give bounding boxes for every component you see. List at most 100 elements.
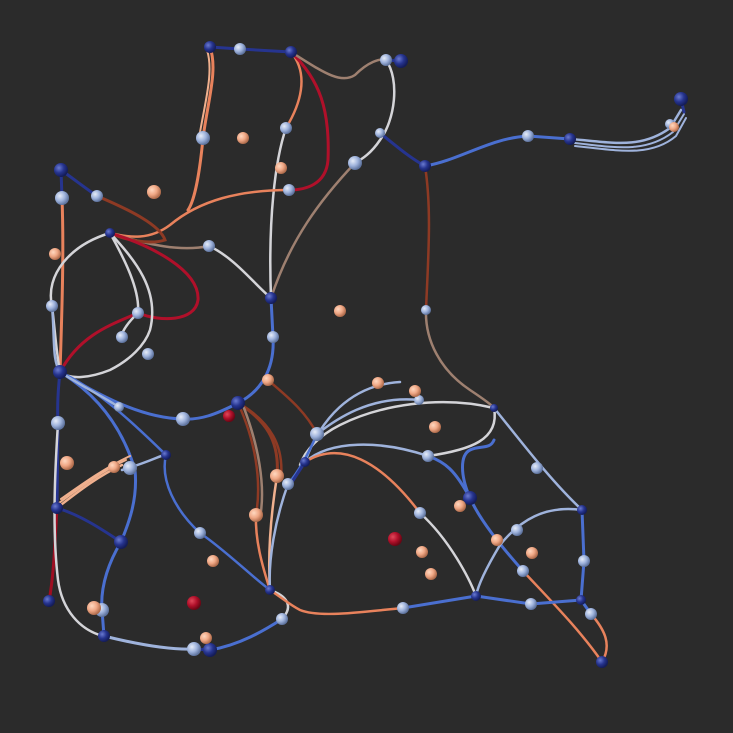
- network-edge: [108, 231, 140, 315]
- network-node: [416, 546, 428, 558]
- network-node: [114, 402, 124, 412]
- network-edge: [58, 370, 138, 544]
- network-edge: [574, 117, 687, 152]
- network-edge: [236, 401, 260, 517]
- network-edge: [266, 378, 319, 436]
- network-edge: [102, 634, 196, 651]
- network-node: [421, 305, 431, 315]
- network-edge: [108, 188, 291, 238]
- network-node: [43, 595, 55, 607]
- network-node: [203, 240, 215, 252]
- network-node: [511, 524, 523, 536]
- network-node: [348, 156, 362, 170]
- network-node: [98, 630, 110, 642]
- network-node: [53, 365, 67, 379]
- network-node: [596, 656, 608, 668]
- network-edge: [521, 569, 604, 664]
- network-node: [249, 508, 263, 522]
- network-node: [223, 410, 235, 422]
- network-node: [380, 54, 392, 66]
- network-edge: [303, 452, 422, 515]
- network-node: [300, 457, 310, 467]
- network-edge: [468, 496, 525, 573]
- network-node: [463, 491, 477, 505]
- network-node: [203, 643, 217, 657]
- network-node: [471, 591, 481, 601]
- network-node: [280, 122, 292, 134]
- network-edge: [208, 617, 284, 652]
- network-node: [55, 191, 69, 205]
- network-edge: [418, 511, 478, 598]
- network-node: [270, 469, 284, 483]
- network-edge: [108, 231, 200, 321]
- network-node: [522, 130, 534, 142]
- network-edge: [289, 50, 388, 80]
- network-edge: [284, 50, 303, 130]
- network-edge: [574, 113, 685, 149]
- network-edge: [47, 506, 59, 603]
- network-node: [276, 613, 288, 625]
- network-node: [576, 595, 586, 605]
- network-edge: [461, 438, 496, 500]
- node-layer: [43, 41, 688, 668]
- network-node: [674, 92, 688, 106]
- network-node: [176, 412, 190, 426]
- network-node: [275, 162, 287, 174]
- network-edge: [303, 380, 402, 464]
- network-node: [585, 608, 597, 620]
- network-node: [285, 46, 297, 58]
- network-edge: [423, 164, 431, 312]
- network-node: [51, 416, 65, 430]
- network-node: [669, 122, 679, 132]
- network-node: [54, 163, 68, 177]
- network-node: [283, 184, 295, 196]
- network-node: [114, 535, 128, 549]
- network-edge: [378, 131, 427, 168]
- network-node: [108, 461, 120, 473]
- network-node: [525, 598, 537, 610]
- network-node: [267, 331, 279, 343]
- network-node: [207, 555, 219, 567]
- network-edge: [579, 508, 586, 602]
- network-edge: [492, 406, 584, 512]
- network-edge: [268, 588, 405, 616]
- network-node: [334, 305, 346, 317]
- network-edge: [240, 403, 283, 480]
- network-edge: [163, 453, 272, 592]
- network-node: [187, 596, 201, 610]
- network-node: [397, 602, 409, 614]
- network-edge: [287, 50, 330, 192]
- network-edge: [268, 482, 290, 592]
- network-node: [419, 160, 431, 172]
- network-node: [147, 185, 161, 199]
- network-node: [161, 450, 171, 460]
- network-node: [200, 632, 212, 644]
- network-edge: [207, 244, 273, 300]
- network-edge: [58, 370, 240, 421]
- network-node: [196, 131, 210, 145]
- network-edge: [198, 49, 211, 139]
- network-node: [231, 396, 245, 410]
- network-node: [454, 500, 466, 512]
- network-node: [282, 478, 294, 490]
- network-node: [194, 527, 206, 539]
- network-node: [234, 43, 246, 55]
- network-edge: [53, 421, 105, 638]
- network-edge: [426, 406, 497, 458]
- network-node: [116, 331, 128, 343]
- network-node: [491, 534, 503, 546]
- network-node: [531, 462, 543, 474]
- network-edge: [315, 398, 421, 436]
- network-edge: [55, 506, 123, 544]
- network-node: [132, 307, 144, 319]
- network-node: [91, 190, 103, 202]
- network-edge: [353, 58, 396, 165]
- network-edge: [58, 196, 65, 374]
- network-node: [105, 228, 115, 238]
- network-node: [564, 133, 576, 145]
- network-edge: [589, 612, 608, 664]
- network-node: [490, 404, 498, 412]
- network-edge: [100, 540, 123, 638]
- network-node: [265, 292, 277, 304]
